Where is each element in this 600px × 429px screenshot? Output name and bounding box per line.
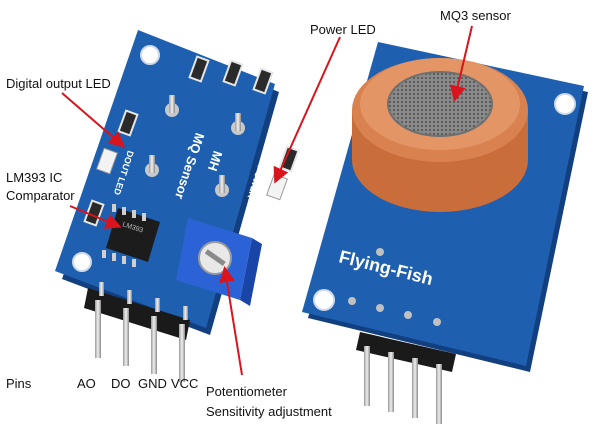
label-pin-gnd: GND [138,376,167,391]
sensor-header-pins [145,95,245,197]
digital-output-led [96,147,118,175]
mq3-sensor-body [352,58,528,212]
label-pins: Pins [6,376,32,391]
label-mq3-sensor: MQ3 sensor [440,8,511,23]
label-lm393-line1: LM393 IC [6,170,63,185]
label-power-led: Power LED [310,22,376,37]
right-pcb-board: Flying-Fish [302,42,588,424]
label-lm393-line2: Comparator [6,188,75,203]
label-pin-vcc: VCC [171,376,199,391]
sensor-mesh [387,71,493,137]
label-sensitivity-adjustment: Sensitivity adjustment [206,404,332,419]
arrow-digital-output-led [61,92,126,148]
label-digital-output-led: Digital output LED [6,76,111,91]
mounting-hole [140,45,160,65]
pin-header [84,282,190,382]
label-pin-do: DO [111,376,131,391]
arrow-potentiometer [219,266,243,376]
mounting-hole [72,252,92,272]
mounting-hole [554,93,576,115]
right-pin-header [356,332,456,424]
label-pin-ao: AO [77,376,96,391]
left-pcb-board: MQ Sensor MH DOUT LED POWER LM393 [55,30,300,382]
label-potentiometer: Potentiometer [206,384,287,399]
mounting-hole [313,289,335,311]
smd-components [83,55,300,227]
board-label-mh: MH [205,149,226,173]
arrow-power-led [273,36,341,184]
arrow-lm393 [69,205,122,229]
annotation-arrows [61,25,473,376]
arrow-mq3-sensor [449,25,473,102]
